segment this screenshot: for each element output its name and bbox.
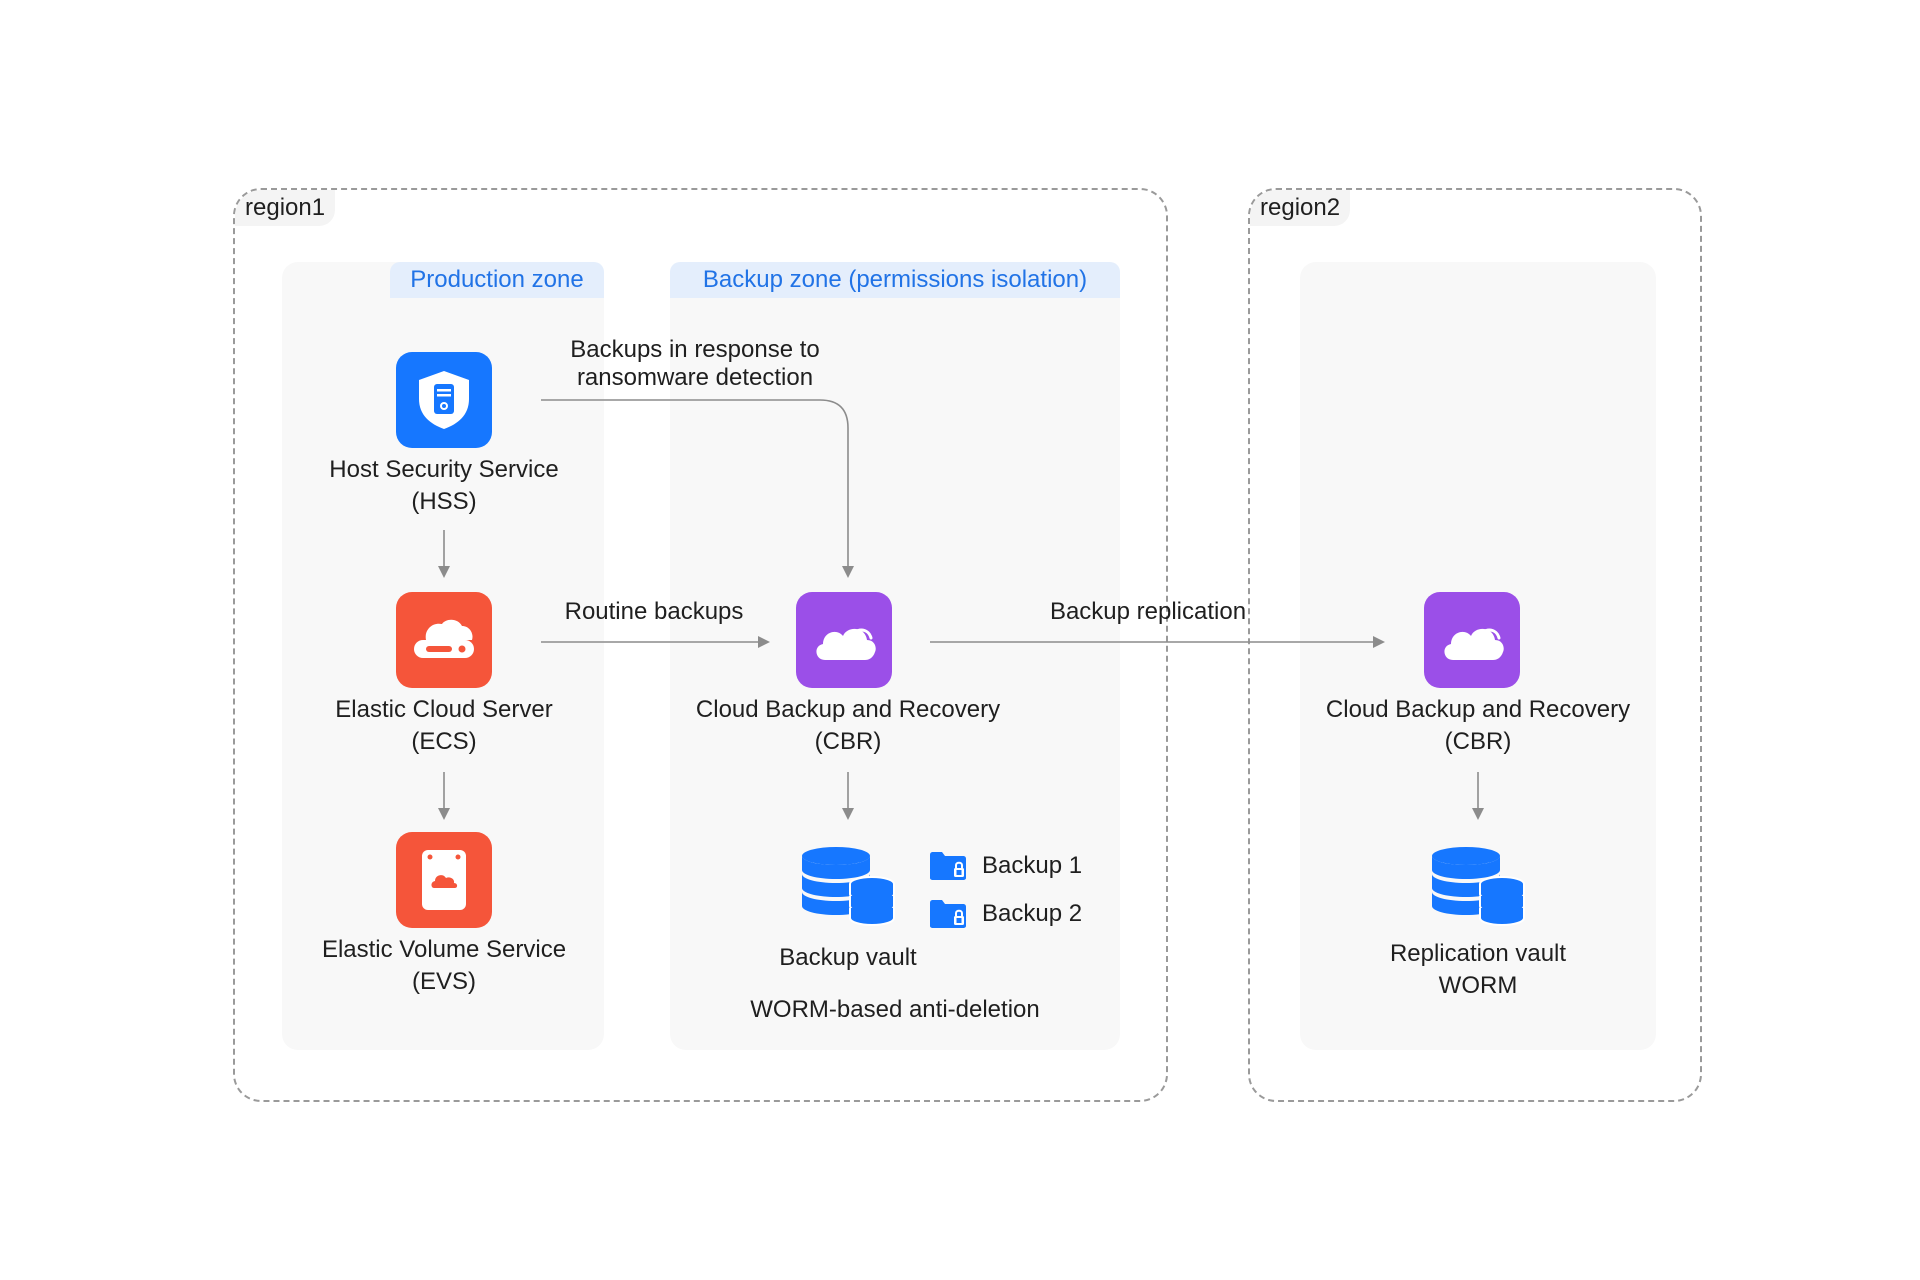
edge-label-ransomware-line1: Backups in response to xyxy=(570,336,820,363)
evs-label-line1: Elastic Volume Service xyxy=(321,936,567,963)
edge-label-replication: Backup replication xyxy=(1049,598,1247,625)
ecs-label: Elastic Cloud Server (ECS) xyxy=(294,694,594,758)
edge-label-ransomware-line2: ransomware detection xyxy=(576,364,814,391)
replication-vault-label: Replication vault WORM xyxy=(1340,938,1616,1002)
cbr-label-region1-line2: (CBR) xyxy=(814,728,882,755)
cbr-label-region1-line1: Cloud Backup and Recovery xyxy=(695,696,1001,723)
replication-vault-label-line1: Replication vault xyxy=(1389,940,1567,967)
evs-label: Elastic Volume Service (EVS) xyxy=(284,934,604,998)
database-icon xyxy=(802,847,895,927)
database-icon xyxy=(1432,847,1525,927)
region1-label: region1 xyxy=(235,190,336,226)
backup-item-2[interactable]: Backup 2 xyxy=(928,896,1082,932)
server-icon xyxy=(414,619,474,658)
hss-label-line1: Host Security Service xyxy=(329,456,559,483)
replication-vault-icon-wrap[interactable] xyxy=(1430,846,1526,927)
ecs-label-line2: (ECS) xyxy=(411,728,477,755)
backup-zone-tag: Backup zone (permissions isolation) xyxy=(670,262,1120,298)
cloud-icon xyxy=(1444,628,1504,660)
backup-item-1[interactable]: Backup 1 xyxy=(928,848,1082,884)
disk-icon xyxy=(422,850,466,910)
cbr-label-region2-line2: (CBR) xyxy=(1444,728,1512,755)
arrow-ransomware-backups xyxy=(541,399,854,578)
cbr-tile-region1[interactable] xyxy=(796,592,892,688)
replication-vault-label-line2: WORM xyxy=(1438,972,1518,999)
region2-box: region2 xyxy=(1248,188,1702,1102)
locked-folder-icon xyxy=(930,900,966,928)
shield-icon xyxy=(419,371,469,429)
cbr-label-region2: Cloud Backup and Recovery (CBR) xyxy=(1300,694,1656,758)
production-zone-tag: Production zone xyxy=(390,262,604,298)
region1-box: region1 xyxy=(233,188,1168,1102)
cloud-icon xyxy=(816,628,876,660)
hss-tile[interactable] xyxy=(396,352,492,448)
backup-vault-icon-wrap[interactable] xyxy=(800,846,896,927)
evs-label-line2: (EVS) xyxy=(411,968,476,995)
cbr-tile-region2[interactable] xyxy=(1424,592,1520,688)
backup-item-2-label: Backup 2 xyxy=(982,900,1083,927)
evs-tile[interactable] xyxy=(396,832,492,928)
locked-folder-icon xyxy=(930,852,966,880)
backup-item-1-label: Backup 1 xyxy=(982,852,1083,879)
backup-vault-label: Backup vault xyxy=(779,944,917,971)
ecs-label-line1: Elastic Cloud Server xyxy=(335,696,553,723)
region2-label: region2 xyxy=(1250,190,1351,226)
ecs-tile[interactable] xyxy=(396,592,492,688)
hss-label-line2: (HSS) xyxy=(411,488,477,515)
backup-vault-note: WORM-based anti-deletion xyxy=(750,996,1040,1023)
edge-label-ransomware: Backups in response to ransomware detect… xyxy=(535,336,855,392)
hss-label: Host Security Service (HSS) xyxy=(294,454,594,518)
backup-zone xyxy=(670,262,1120,1050)
edge-label-routine: Routine backups xyxy=(564,598,744,625)
cbr-label-region2-line1: Cloud Backup and Recovery xyxy=(1325,696,1631,723)
cbr-label-region1: Cloud Backup and Recovery (CBR) xyxy=(670,694,1026,758)
